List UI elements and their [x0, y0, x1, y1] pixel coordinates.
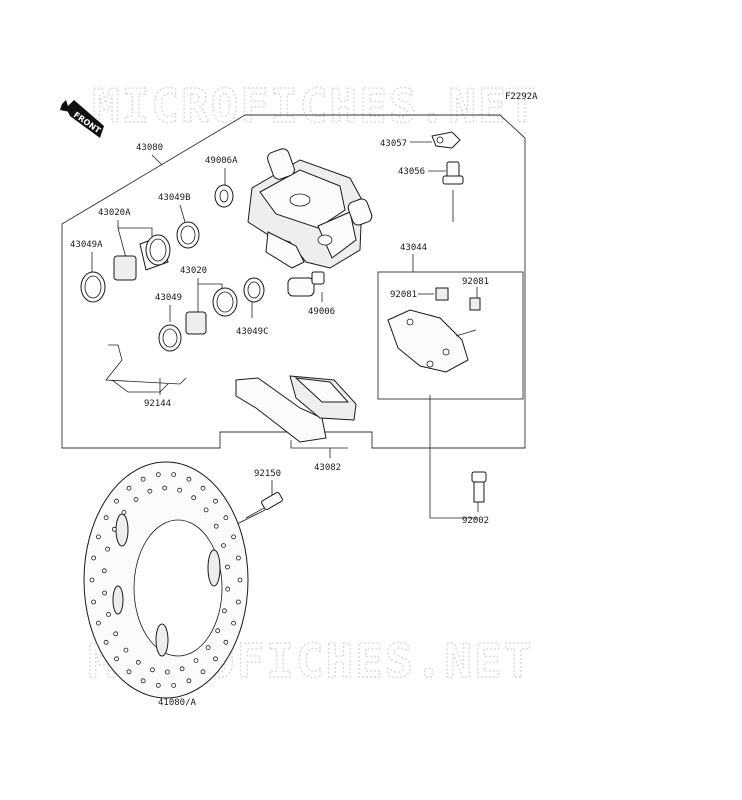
label-43049B: 43049B: [158, 193, 191, 203]
disc-hole: [237, 577, 243, 583]
disc-hole: [114, 656, 119, 662]
disc-hole: [203, 507, 209, 513]
caliper-bracket-43044: [387, 287, 481, 373]
label-43044: 43044: [400, 243, 427, 253]
disc-hole: [221, 608, 227, 614]
disc-hole: [123, 647, 129, 653]
label-41080A: 41080/A: [158, 698, 197, 708]
disc-hole: [102, 590, 107, 596]
subassembly-outline-43044: [377, 271, 524, 400]
bleeder-parts: [431, 131, 464, 185]
disc-hole: [235, 599, 241, 605]
disc-hole: [101, 568, 107, 574]
disc-hole: [91, 599, 96, 605]
disc-hole: [113, 631, 119, 637]
disc-drill-holes: [89, 472, 243, 688]
figure-code: F2292A: [505, 92, 538, 102]
label-43056: 43056: [398, 167, 425, 177]
brake-pads-43082: [235, 375, 357, 443]
disc-hole: [114, 498, 119, 504]
caliper-body: [247, 148, 373, 269]
label-43080: 43080: [136, 143, 163, 153]
label-43049A: 43049A: [70, 240, 103, 250]
label-43049C: 43049C: [236, 327, 269, 337]
disc-hole: [177, 487, 183, 493]
label-49006A: 49006A: [205, 156, 238, 166]
disc-hole: [96, 620, 101, 626]
label-49006: 49006: [308, 307, 335, 317]
disc-hole: [223, 639, 229, 645]
disc-hole: [215, 628, 221, 634]
pad-spring-92144: [105, 344, 187, 393]
disc-hole: [147, 488, 153, 494]
disc-hole: [155, 683, 161, 688]
disc-hole: [162, 485, 168, 491]
disc-hole: [126, 485, 132, 491]
label-92150: 92150: [254, 469, 281, 479]
disc-hole: [200, 669, 206, 675]
disc-hole: [171, 472, 177, 478]
label-43020: 43020: [180, 266, 207, 276]
disc-hole: [213, 498, 218, 504]
disc-hole: [155, 472, 161, 478]
disc-hole: [179, 666, 185, 672]
disc-hole: [213, 523, 219, 529]
disc-hole: [103, 515, 109, 521]
disc-hole: [191, 495, 197, 501]
disc-hole: [231, 534, 237, 540]
disc-hole: [89, 577, 95, 583]
label-43057: 43057: [380, 139, 407, 149]
disc-hole: [186, 678, 192, 684]
disc-hole: [186, 476, 192, 482]
disc-hole: [133, 496, 139, 502]
label-43049: 43049: [155, 293, 182, 303]
label-92002: 92002: [462, 516, 489, 526]
label-43082: 43082: [314, 463, 341, 473]
disc-bolt-92150: [245, 491, 283, 519]
brake-disc-41080A: [83, 461, 249, 699]
label-92081-left: 92081: [390, 290, 417, 300]
disc-hole: [164, 669, 170, 675]
disc-hole: [221, 543, 226, 548]
label-92144: 92144: [144, 399, 171, 409]
disc-hole: [96, 534, 101, 540]
disc-hole: [213, 656, 218, 662]
disc-hole: [193, 658, 199, 663]
part-labels: 43080 49006A 43049B 43020A 43049A 43020 …: [70, 139, 489, 708]
disc-hole: [225, 586, 231, 592]
disc-hole: [200, 485, 206, 491]
label-92081-right: 92081: [462, 277, 489, 287]
watermark-top: MICROFICHES.NET: [92, 79, 537, 133]
disc-hole: [111, 526, 117, 532]
disc-hole: [126, 669, 132, 675]
label-43020A: 43020A: [98, 208, 131, 218]
disc-hole: [140, 476, 146, 482]
bracket-bolt-92002: [471, 471, 487, 503]
disc-hole: [103, 639, 109, 645]
disc-hole: [235, 555, 241, 561]
caliper-internals: [80, 184, 325, 352]
disc-hole: [231, 620, 237, 626]
leader-lines: [91, 141, 479, 695]
disc-hole: [171, 683, 177, 688]
disc-hole: [121, 510, 127, 515]
disc-hole: [149, 667, 155, 673]
disc-hole: [91, 555, 96, 561]
disc-hole: [223, 515, 229, 521]
disc-hole: [106, 612, 111, 617]
assembly-outline-43080: [61, 114, 526, 449]
disc-hole: [205, 645, 211, 650]
disc-hole: [105, 546, 110, 552]
disc-hole: [224, 564, 230, 570]
disc-hole: [135, 659, 141, 665]
disc-hole: [140, 678, 146, 684]
